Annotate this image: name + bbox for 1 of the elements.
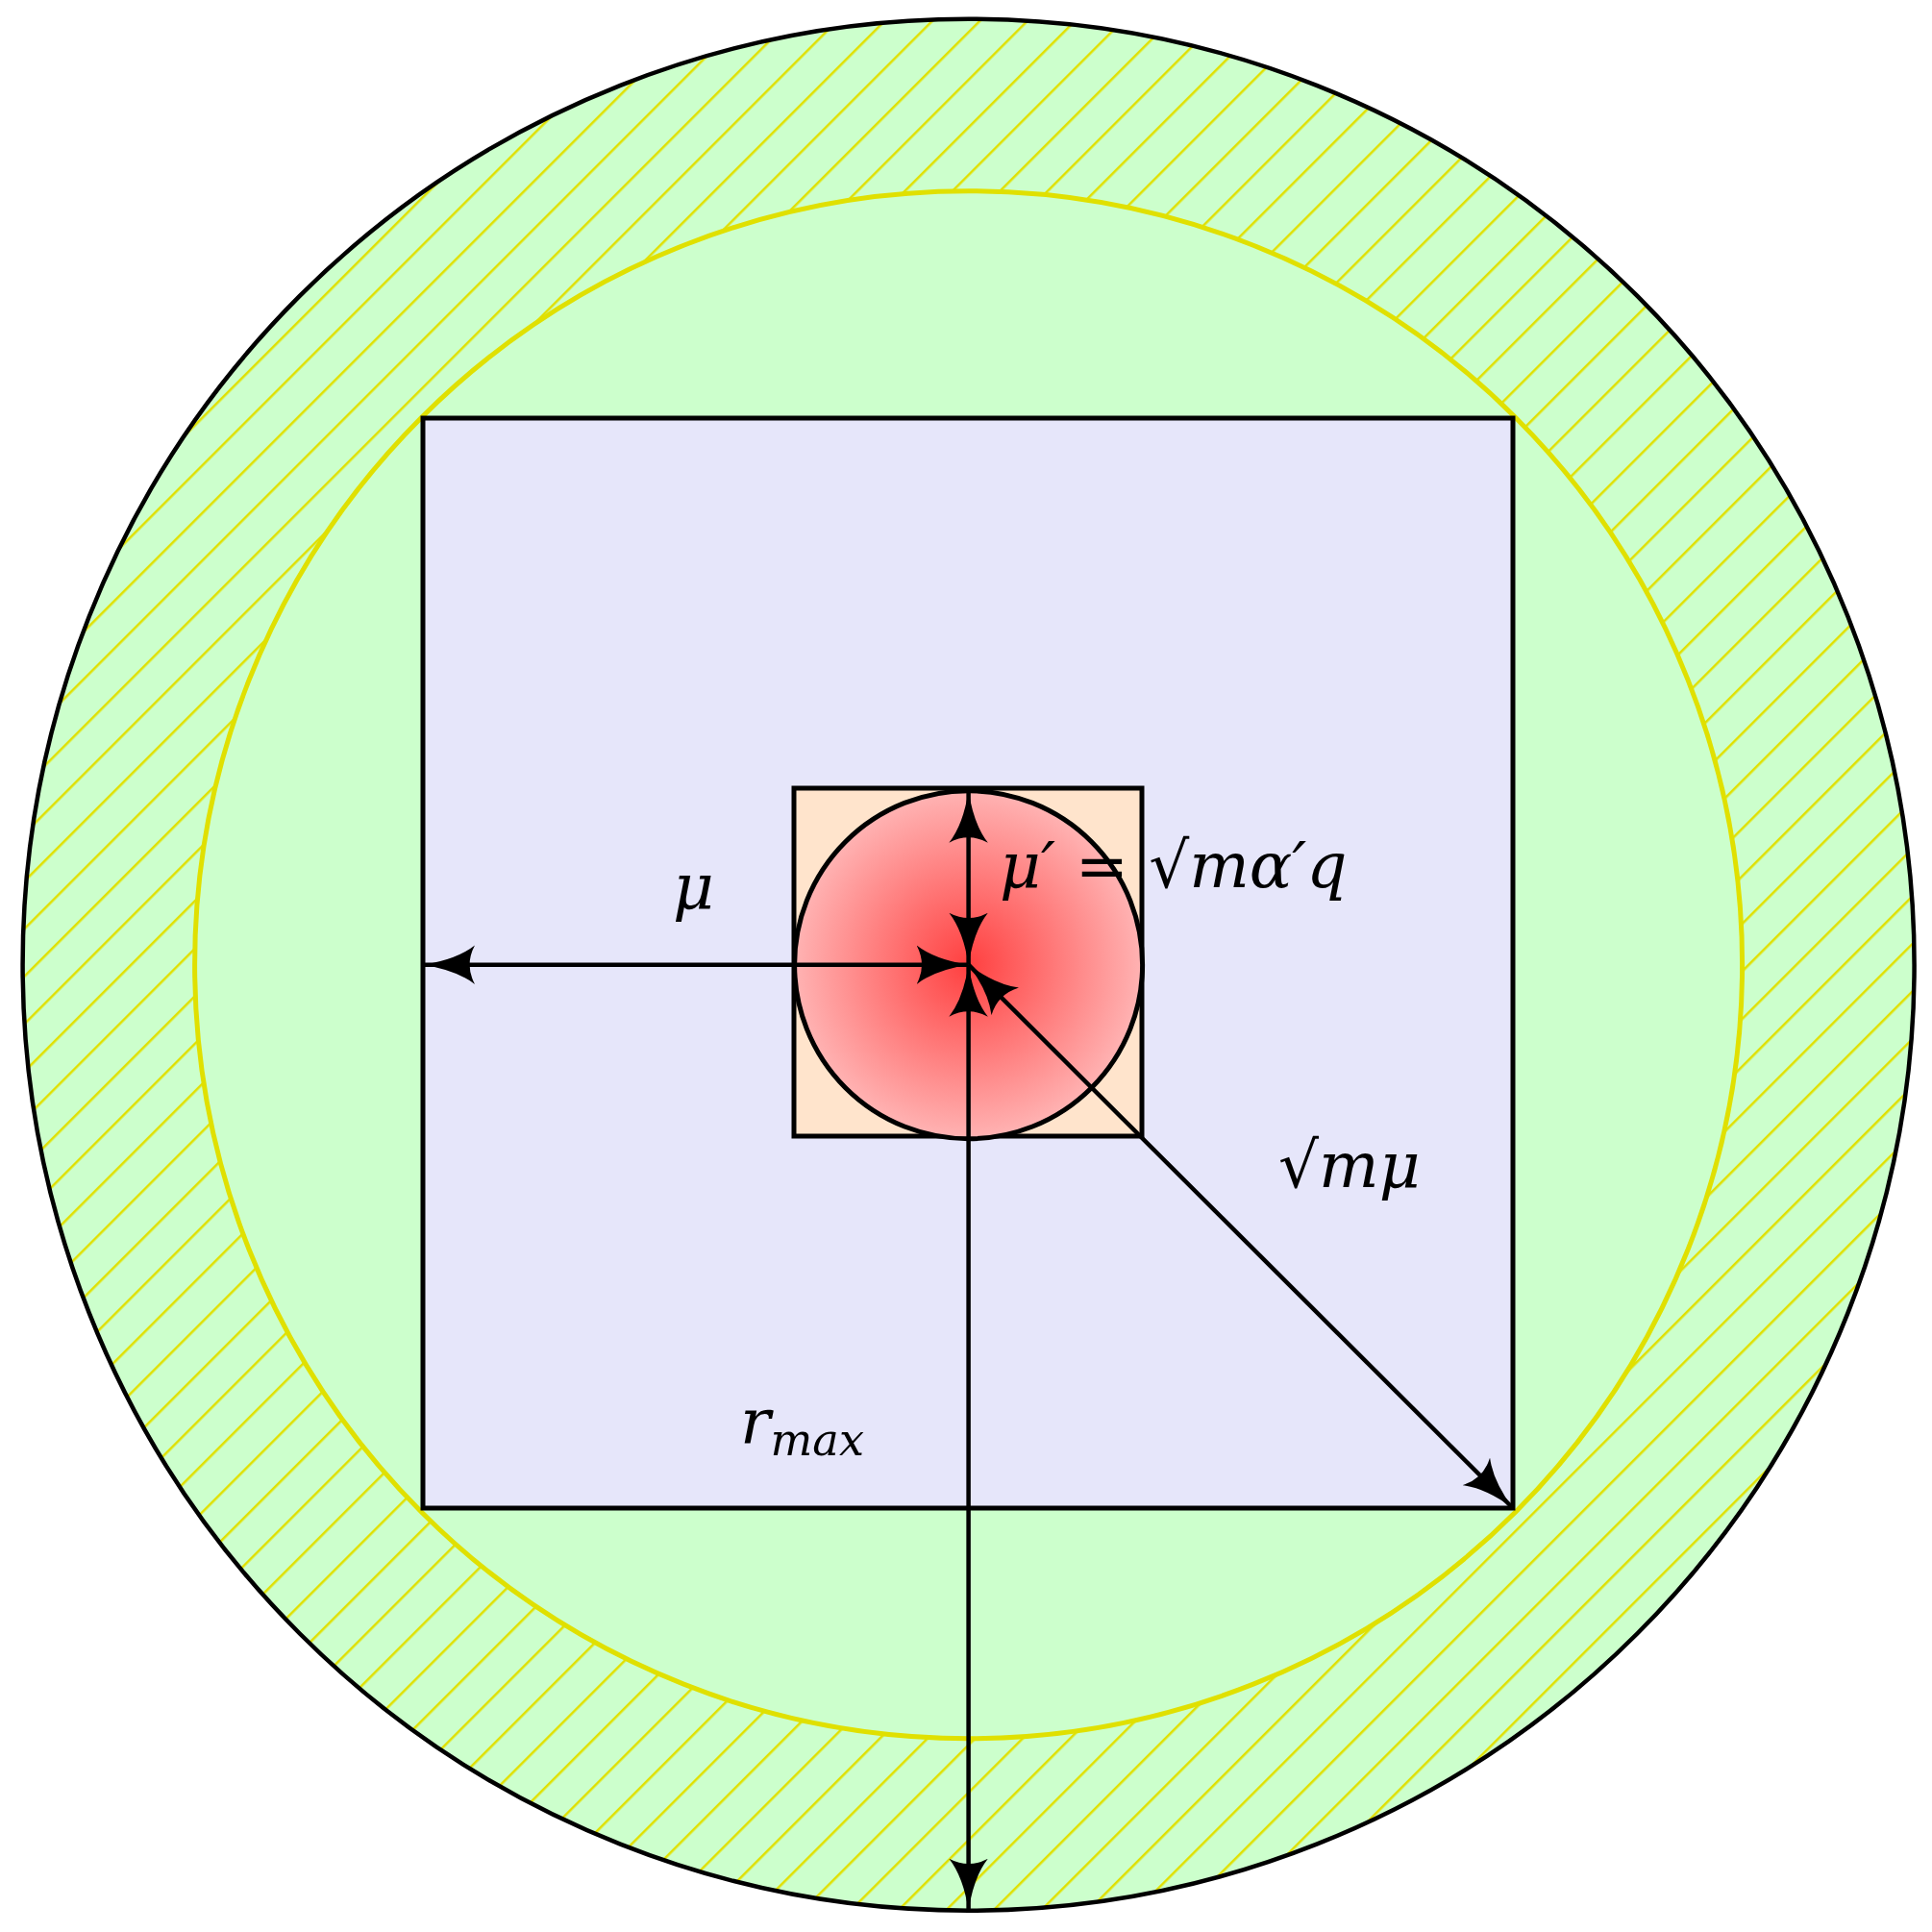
- math-label: r$_{max}$: [740, 1391, 864, 1462]
